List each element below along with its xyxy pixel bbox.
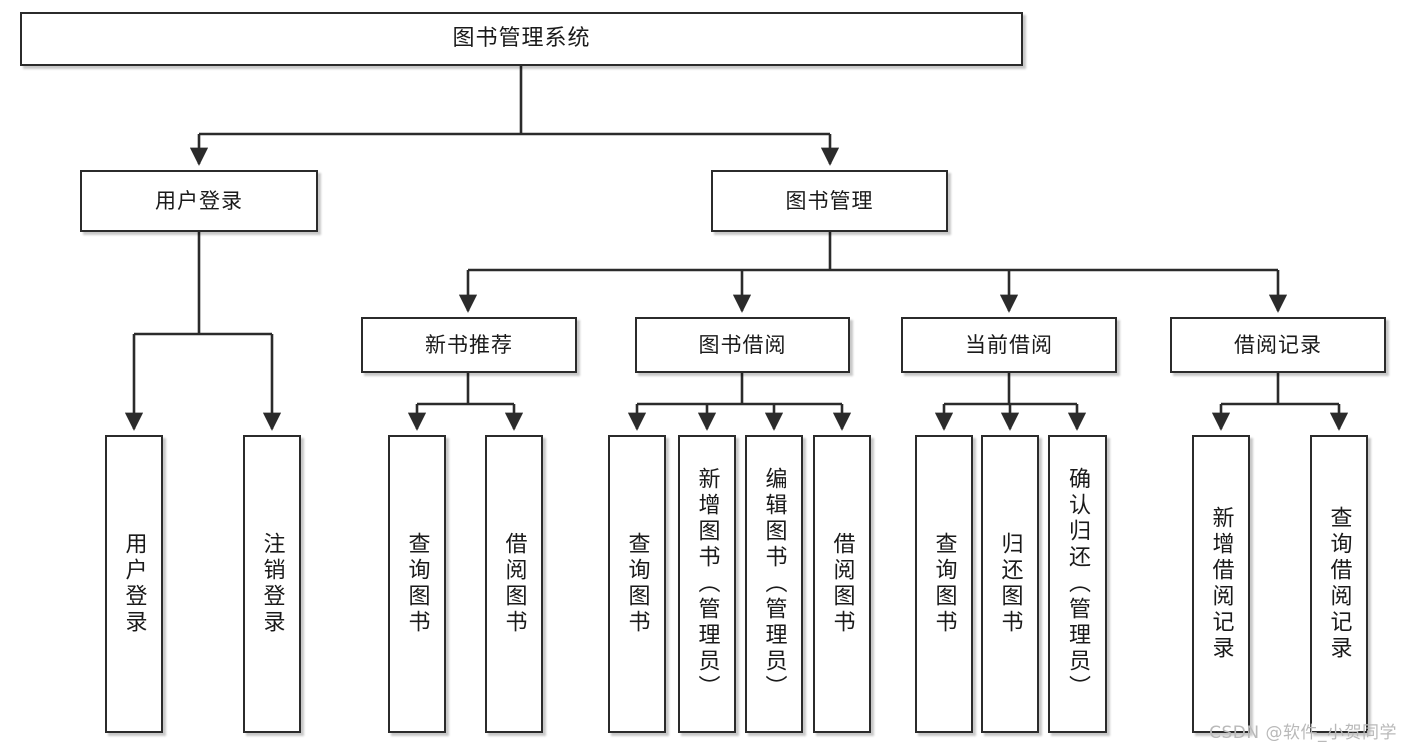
node-root-label: 图书管理系统 xyxy=(452,26,591,52)
leaf-query-borrow-record-label: 查询借阅记录 xyxy=(1326,506,1352,662)
node-book-borrow[interactable]: 图书借阅 xyxy=(635,317,850,373)
leaf-edit-book-admin[interactable]: 编辑图书（管理员） xyxy=(745,435,803,733)
leaf-query-book-borrow-label: 查询图书 xyxy=(624,532,650,636)
node-book-management-label: 图书管理 xyxy=(785,188,874,213)
leaf-confirm-return-admin[interactable]: 确认归还（管理员） xyxy=(1048,435,1107,733)
leaf-query-book-newbook[interactable]: 查询图书 xyxy=(388,435,446,733)
leaf-logout-label: 注销登录 xyxy=(259,532,285,636)
leaf-return-book-label: 归还图书 xyxy=(997,532,1023,636)
leaf-user-login[interactable]: 用户登录 xyxy=(105,435,163,733)
leaf-user-login-label: 用户登录 xyxy=(121,532,147,636)
leaf-logout[interactable]: 注销登录 xyxy=(243,435,301,733)
leaf-confirm-return-admin-label: 确认归还（管理员） xyxy=(1065,467,1091,701)
node-borrow-records-label: 借阅记录 xyxy=(1234,332,1322,357)
leaf-query-book-newbook-label: 查询图书 xyxy=(404,532,430,636)
node-new-book-recommend-label: 新书推荐 xyxy=(425,332,513,357)
leaf-edit-book-admin-label: 编辑图书（管理员） xyxy=(761,467,787,701)
leaf-add-borrow-record-label: 新增借阅记录 xyxy=(1208,506,1234,662)
node-root[interactable]: 图书管理系统 xyxy=(20,12,1023,66)
leaf-query-book-current[interactable]: 查询图书 xyxy=(915,435,973,733)
node-user-login-label: 用户登录 xyxy=(155,188,243,213)
leaf-query-book-current-label: 查询图书 xyxy=(931,532,957,636)
node-book-management[interactable]: 图书管理 xyxy=(711,170,948,232)
leaf-borrow-book-newbook-label: 借阅图书 xyxy=(501,532,527,636)
node-borrow-records[interactable]: 借阅记录 xyxy=(1170,317,1386,373)
node-book-borrow-label: 图书借阅 xyxy=(698,332,787,357)
node-user-login[interactable]: 用户登录 xyxy=(80,170,318,232)
node-current-borrow[interactable]: 当前借阅 xyxy=(901,317,1117,373)
leaf-borrow-book-label: 借阅图书 xyxy=(829,532,855,636)
watermark-text: CSDN @软件_小贺同学 xyxy=(1209,723,1397,743)
node-new-book-recommend[interactable]: 新书推荐 xyxy=(361,317,577,373)
leaf-add-borrow-record[interactable]: 新增借阅记录 xyxy=(1192,435,1250,733)
node-current-borrow-label: 当前借阅 xyxy=(965,332,1053,357)
leaf-return-book[interactable]: 归还图书 xyxy=(981,435,1039,733)
leaf-borrow-book-newbook[interactable]: 借阅图书 xyxy=(485,435,543,733)
leaf-add-book-admin[interactable]: 新增图书（管理员） xyxy=(678,435,736,733)
leaf-query-book-borrow[interactable]: 查询图书 xyxy=(608,435,666,733)
leaf-query-borrow-record[interactable]: 查询借阅记录 xyxy=(1310,435,1368,733)
leaf-borrow-book[interactable]: 借阅图书 xyxy=(813,435,871,733)
leaf-add-book-admin-label: 新增图书（管理员） xyxy=(694,467,720,701)
